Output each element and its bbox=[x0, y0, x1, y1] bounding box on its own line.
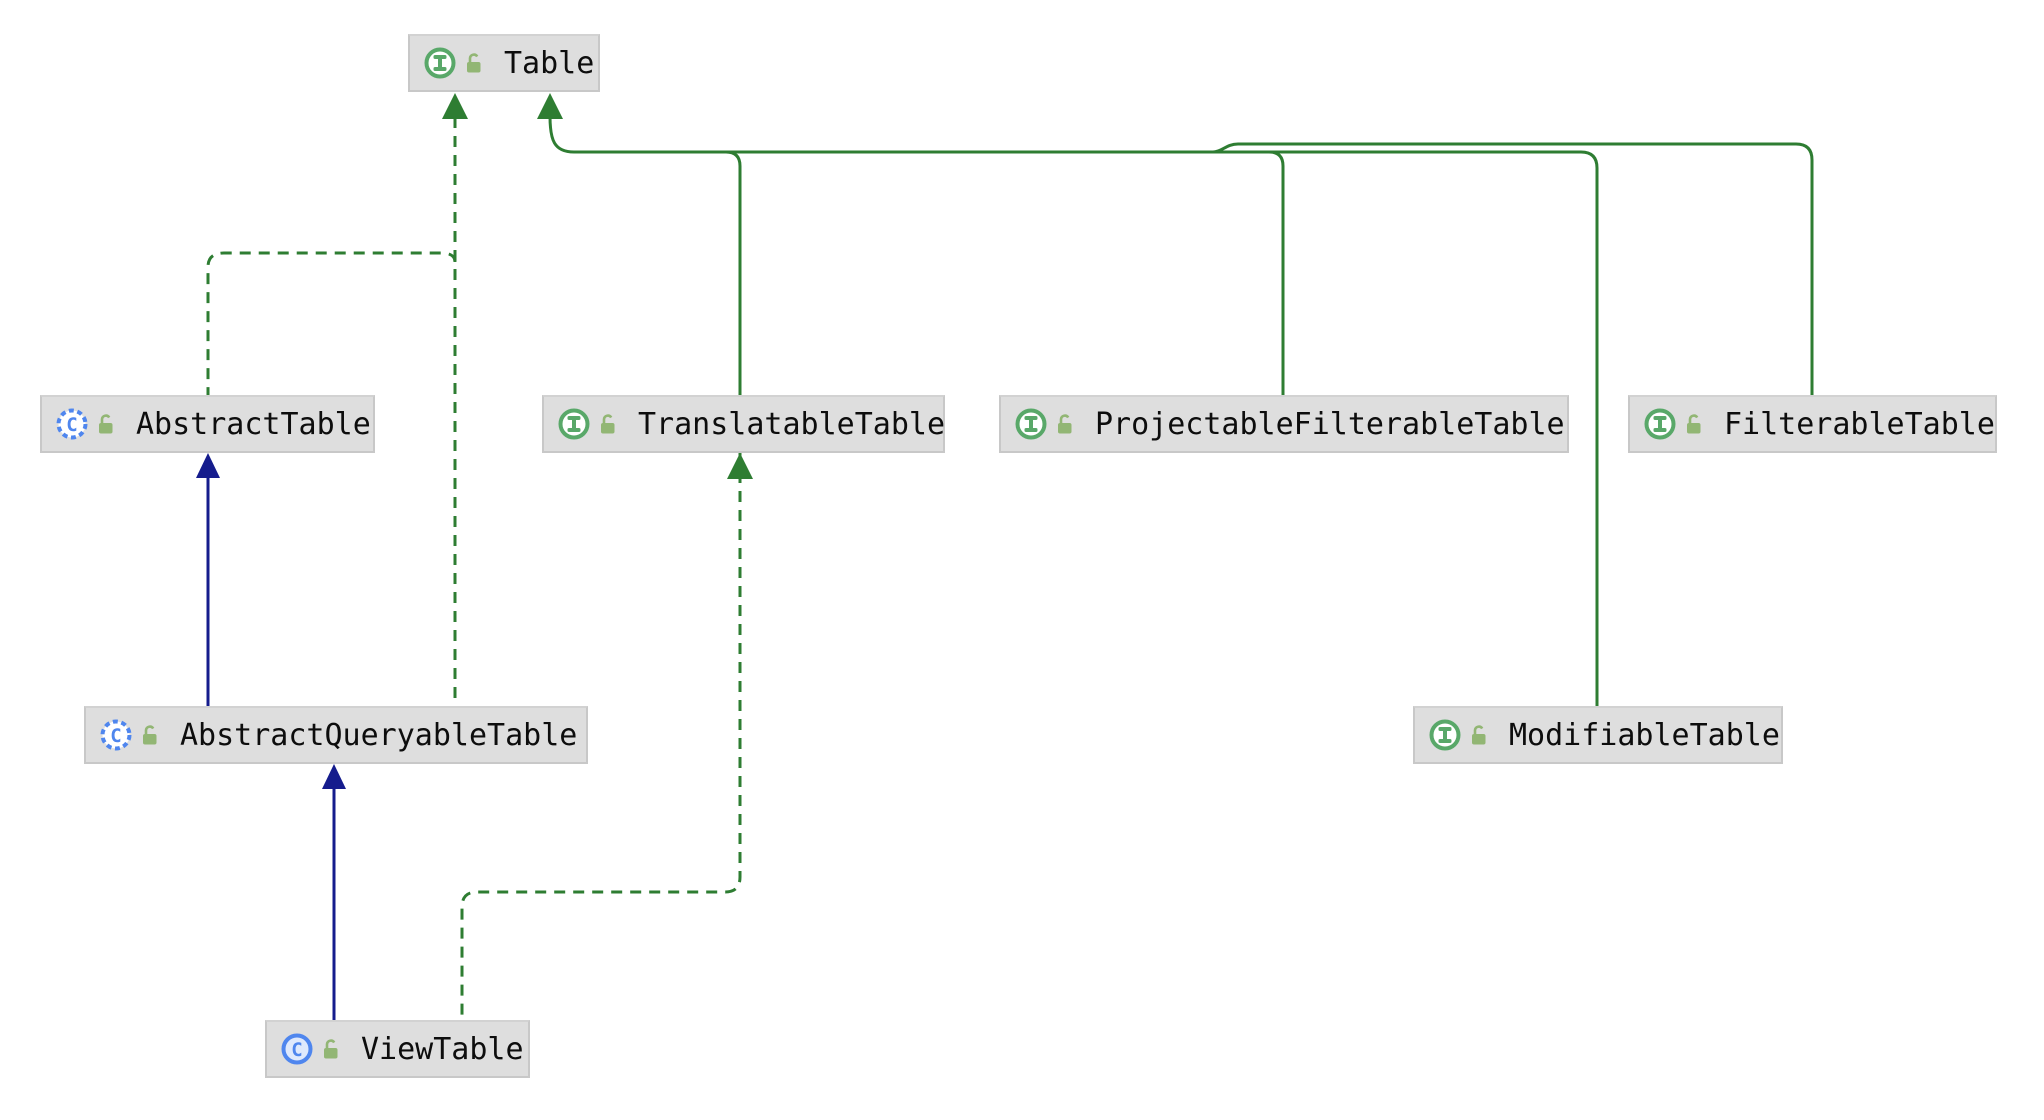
unlocked-padlock-icon bbox=[324, 1038, 338, 1058]
interface-icon bbox=[558, 408, 590, 440]
node-label: AbstractTable bbox=[136, 406, 371, 442]
arrowhead-into-table-solid bbox=[537, 93, 563, 119]
node-label: ProjectableFilterableTable bbox=[1095, 406, 1565, 442]
node-label: Table bbox=[504, 45, 595, 81]
abstract-class-icon: C bbox=[56, 408, 88, 440]
node-translatabletable[interactable]: TranslatableTable bbox=[542, 395, 945, 453]
unlocked-padlock-icon bbox=[143, 724, 157, 744]
interface-icon bbox=[424, 47, 456, 79]
unlocked-padlock-icon bbox=[1472, 724, 1486, 744]
interface-icon bbox=[1429, 719, 1461, 751]
svg-text:C: C bbox=[66, 414, 77, 436]
abstract-class-icon: C bbox=[100, 719, 132, 751]
node-table[interactable]: Table bbox=[408, 34, 600, 92]
node-abstracttable[interactable]: C AbstractTable bbox=[40, 395, 375, 453]
unlocked-padlock-icon bbox=[99, 413, 113, 433]
node-abstractqueryabletable[interactable]: C AbstractQueryableTable bbox=[84, 706, 588, 764]
unlocked-padlock-icon bbox=[467, 52, 481, 72]
interface-icon bbox=[1015, 408, 1047, 440]
node-projectablefilterabletable[interactable]: ProjectableFilterableTable bbox=[999, 395, 1569, 453]
svg-text:C: C bbox=[110, 725, 121, 747]
arrowhead-into-abstractqueryabletable bbox=[322, 764, 346, 789]
node-label: ViewTable bbox=[361, 1031, 524, 1067]
node-label: AbstractQueryableTable bbox=[180, 717, 578, 753]
arrowhead-into-translatabletable bbox=[727, 453, 753, 479]
node-modifiabletable[interactable]: ModifiableTable bbox=[1413, 706, 1783, 764]
node-label: TranslatableTable bbox=[638, 406, 946, 442]
node-filterabletable[interactable]: FilterableTable bbox=[1628, 395, 1997, 453]
interface-icon bbox=[1644, 408, 1676, 440]
unlocked-padlock-icon bbox=[1687, 413, 1701, 433]
class-icon: C bbox=[281, 1033, 313, 1065]
node-label: ModifiableTable bbox=[1509, 717, 1780, 753]
unlocked-padlock-icon bbox=[601, 413, 615, 433]
arrowhead-into-abstracttable bbox=[196, 453, 220, 478]
svg-text:C: C bbox=[291, 1039, 302, 1061]
unlocked-padlock-icon bbox=[1058, 413, 1072, 433]
node-label: FilterableTable bbox=[1724, 406, 1995, 442]
node-viewtable[interactable]: C ViewTable bbox=[265, 1020, 530, 1078]
arrowhead-into-table-dashed bbox=[442, 93, 468, 119]
